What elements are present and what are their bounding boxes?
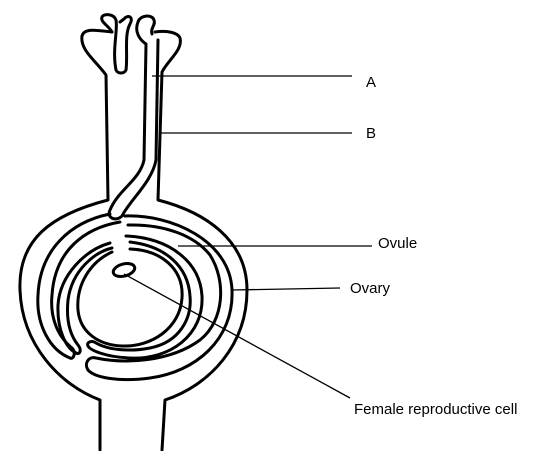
- label-a: A: [366, 74, 376, 91]
- female-reproductive-cell: [111, 262, 137, 278]
- stigma-lobe-left: [100, 13, 133, 75]
- pistil-outline: [18, 28, 249, 451]
- stigma-lobe-right: [136, 14, 156, 36]
- label-ovule: Ovule: [378, 235, 417, 252]
- ovule-integument: [56, 234, 204, 360]
- label-female-reproductive-cell: Female reproductive cell: [354, 401, 517, 418]
- leader-line-ovary: [231, 287, 341, 291]
- ovule-nucellus: [76, 247, 184, 348]
- pollen-tube: [107, 20, 160, 221]
- leader-line-female-cell: [123, 273, 351, 399]
- label-b: B: [366, 125, 376, 142]
- ovary-inner-wall: [36, 212, 234, 382]
- label-ovary: Ovary: [350, 280, 391, 297]
